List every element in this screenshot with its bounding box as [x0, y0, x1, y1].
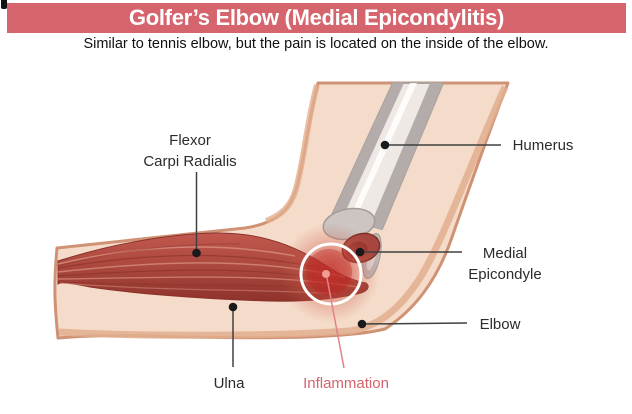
inflammation-ring [299, 242, 363, 306]
leader-lines [192, 140, 501, 369]
inflammation-glow [280, 223, 380, 323]
elbow-leader [357, 319, 468, 329]
flexor-leader [192, 172, 201, 258]
label-ulna: Ulna [213, 375, 245, 392]
inflammation-leader [322, 270, 345, 369]
bone-edge-left [332, 83, 404, 217]
skin-shading-upper-arm-left [264, 84, 320, 224]
label-medial-epicondyle: Medial Epicondyle [468, 243, 541, 285]
title-banner: Golfer’s Elbow (Medial Epicondylitis) [7, 3, 626, 33]
humerus-leader [380, 140, 501, 150]
bone-edge-right [370, 83, 443, 229]
label-elbow: Elbow [479, 316, 521, 333]
label-humerus: Humerus [512, 137, 574, 154]
skin-shading-bottom [58, 85, 509, 339]
label-flexor-line1: Flexor [169, 132, 211, 149]
bone-highlight-stripe [349, 83, 417, 220]
ulna-leader [228, 302, 238, 367]
label-inflammation: Inflammation [303, 375, 389, 392]
label-medial-line2: Epicondyle [468, 266, 542, 283]
page-subtitle: Similar to tennis elbow, but the pain is… [83, 36, 549, 52]
medial-epicondyle-leader [355, 247, 462, 257]
inflammation-zone [280, 223, 380, 323]
label-flexor-line2: Carpi Radialis [143, 153, 237, 170]
scan-artifact [1, 0, 7, 9]
label-medial-line1: Medial [482, 245, 528, 262]
page-title: Golfer’s Elbow (Medial Epicondylitis) [128, 5, 505, 30]
label-flexor-carpi-radialis: Flexor Carpi Radialis [143, 130, 236, 172]
